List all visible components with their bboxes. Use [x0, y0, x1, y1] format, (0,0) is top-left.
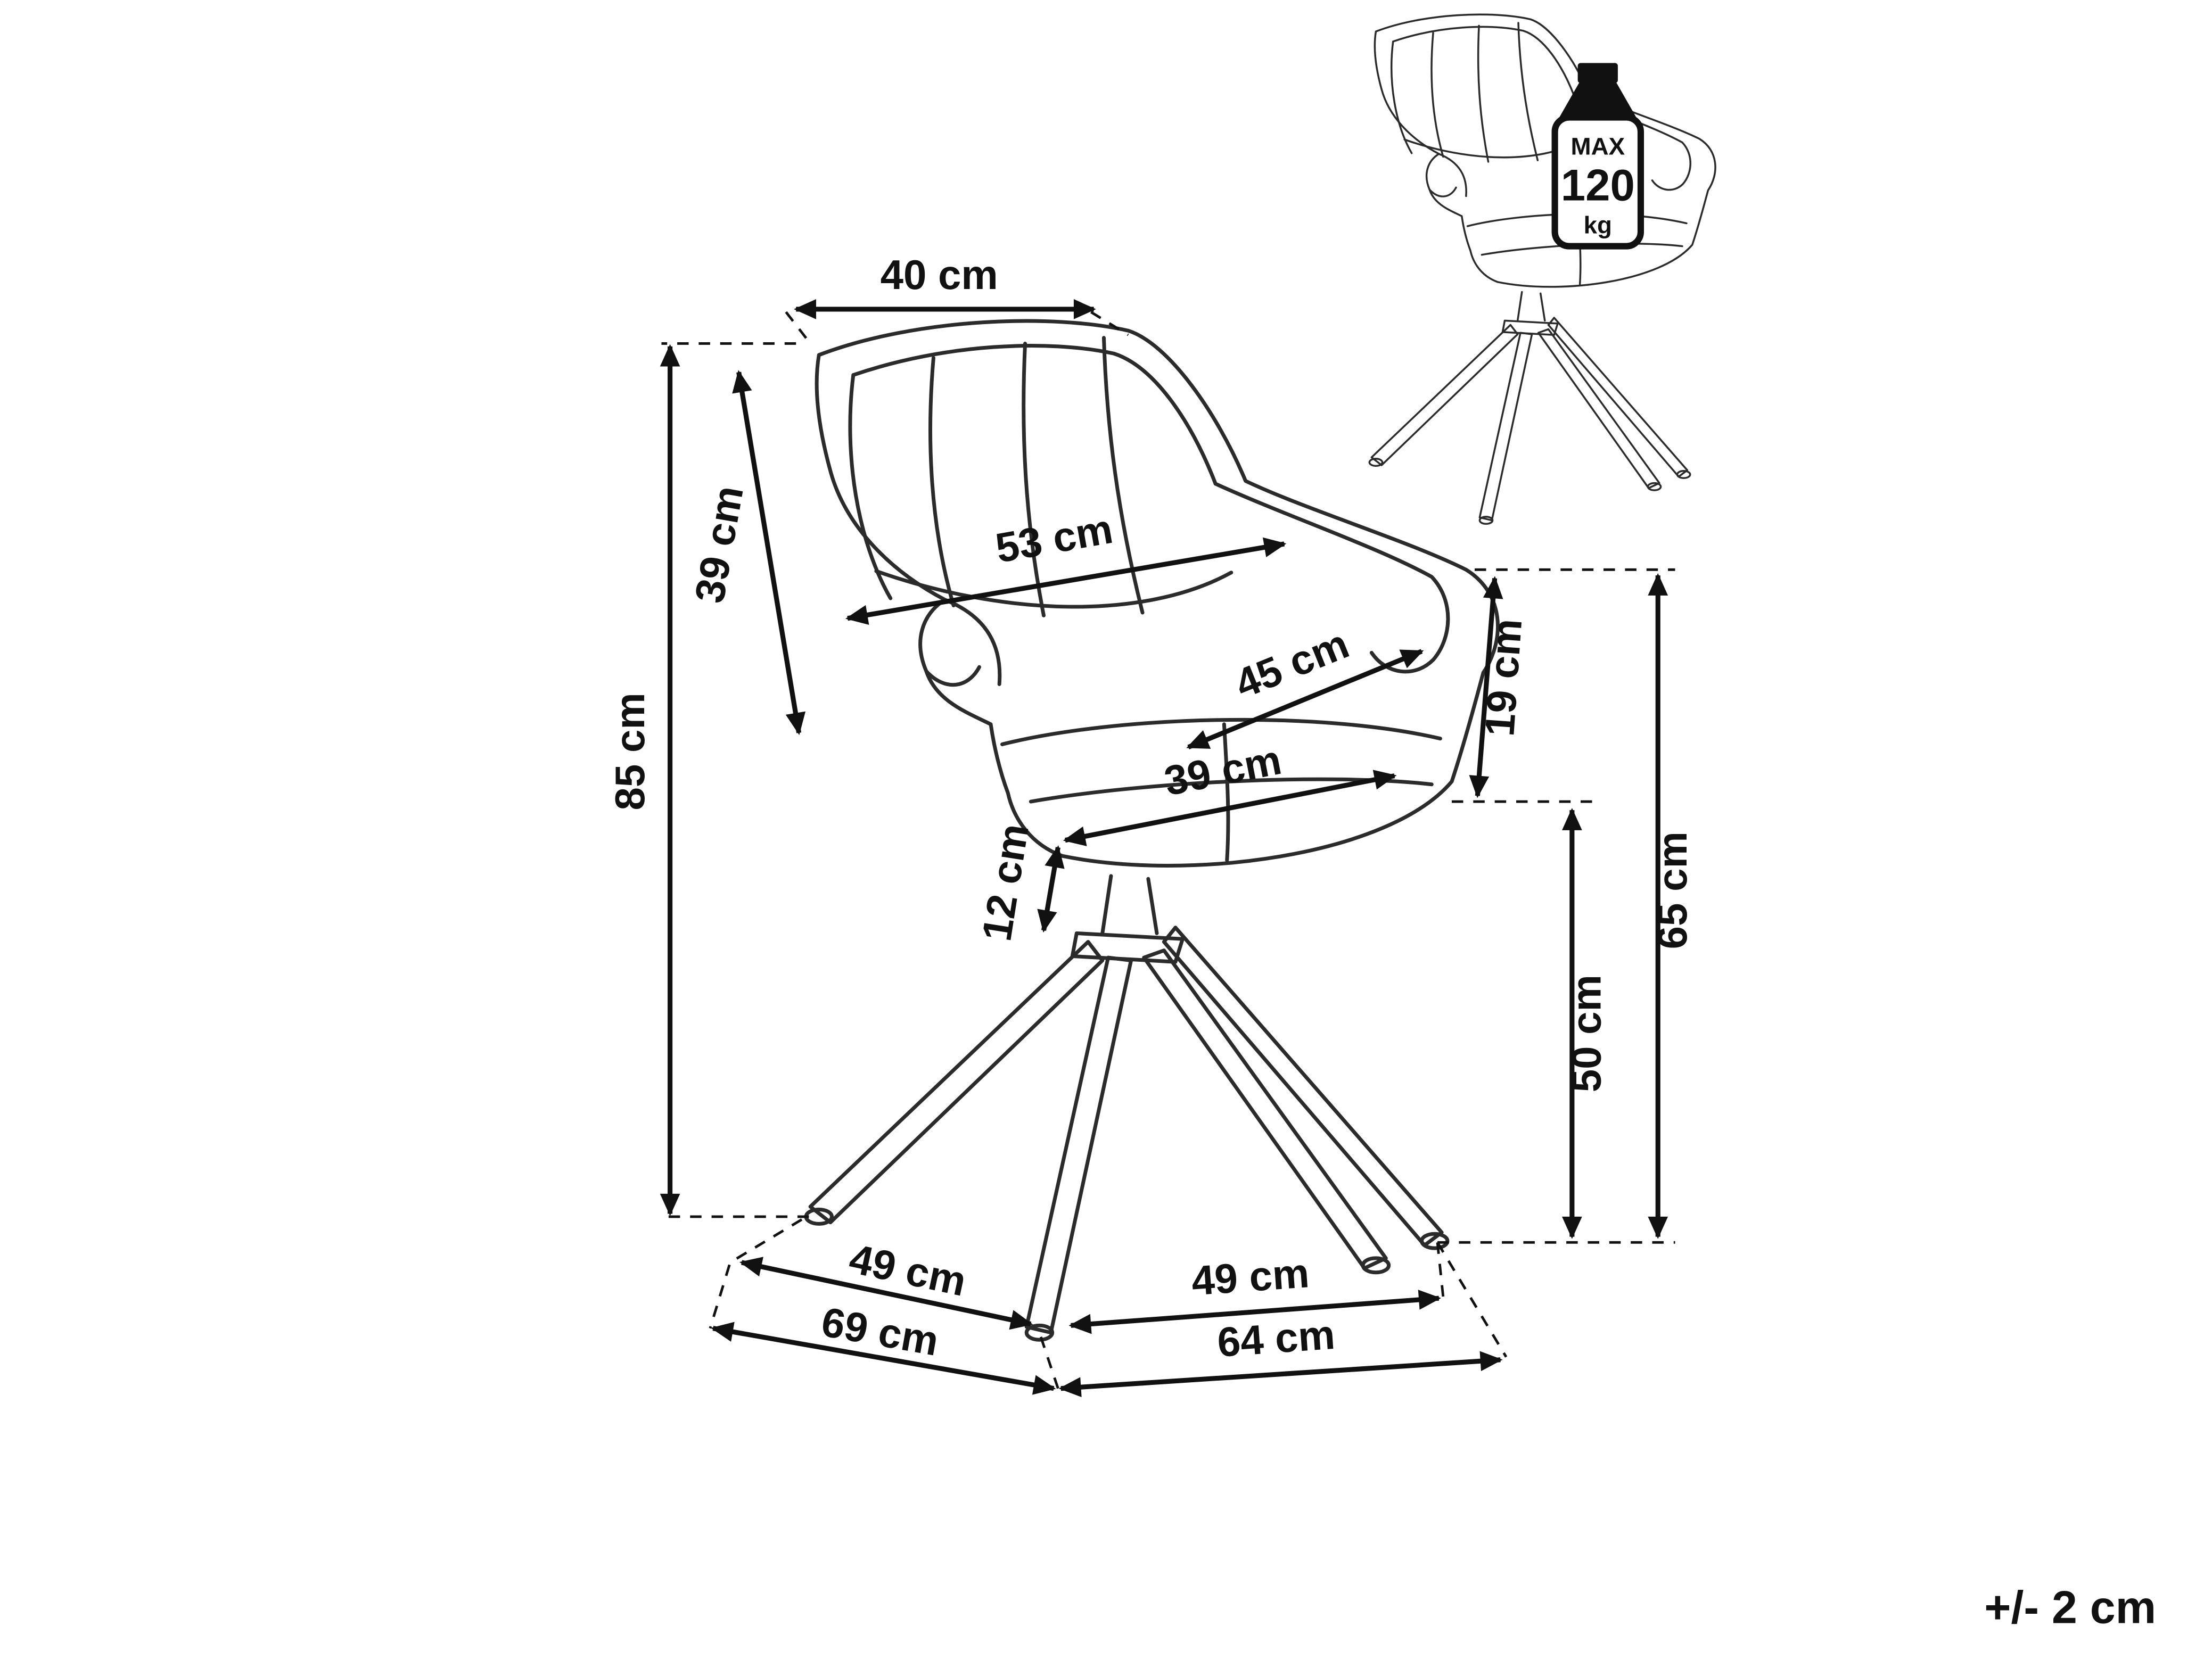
dim-armrest-above-seat: 19 cm	[1469, 576, 1531, 798]
dim-overall-height-label: 85 cm	[606, 692, 653, 810]
dim-base-overall-width: 64 cm	[1058, 1311, 1503, 1398]
dim-inner-back-width-label: 53 cm	[992, 505, 1116, 572]
max-weight-icon: MAX 120 kg	[1551, 63, 1644, 250]
tolerance-note: +/- 2 cm	[1984, 1582, 2156, 1633]
dim-base-overall-depth-label: 69 cm	[818, 1298, 942, 1365]
max-weight-value: 120	[1561, 161, 1635, 210]
dim-seat-floor-height: 50 cm	[1562, 807, 1610, 1239]
chair-line-art	[806, 321, 1498, 1340]
dim-overall-height: 85 cm	[606, 344, 680, 1216]
dim-backrest-top-width-label: 40 cm	[881, 251, 998, 298]
max-weight-label: MAX	[1571, 133, 1625, 160]
dim-base-inner-width-label: 49 cm	[1190, 1249, 1311, 1304]
dim-seat-thickness-label: 12 cm	[973, 821, 1038, 944]
dim-backrest-top-width: 40 cm	[794, 251, 1096, 319]
dim-base-inner-width: 49 cm	[1068, 1249, 1441, 1334]
dim-base-inner-depth-label: 49 cm	[845, 1235, 971, 1305]
dim-armrest-floor-height-label: 65 cm	[1649, 831, 1696, 949]
dim-seat-depth-label: 45 cm	[1228, 620, 1355, 707]
dim-armrest-above-seat-label: 19 cm	[1476, 617, 1531, 738]
dim-backrest-length-label: 39 cm	[686, 482, 752, 606]
dim-base-overall-width-label: 64 cm	[1216, 1311, 1337, 1366]
dim-armrest-floor-height: 65 cm	[1648, 573, 1696, 1239]
max-weight-unit: kg	[1584, 211, 1612, 238]
dim-seat-thickness: 12 cm	[973, 821, 1065, 944]
dim-seat-floor-height-label: 50 cm	[1563, 975, 1610, 1092]
dim-backrest-length: 39 cm	[686, 370, 806, 736]
dim-seat-width-label: 39 cm	[1161, 736, 1285, 805]
chair-inset-line-art	[1368, 13, 1716, 525]
dim-inner-back-width: 53 cm	[845, 505, 1287, 625]
dim-base-overall-depth: 69 cm	[711, 1298, 1056, 1395]
extension-lines	[661, 311, 1675, 1389]
